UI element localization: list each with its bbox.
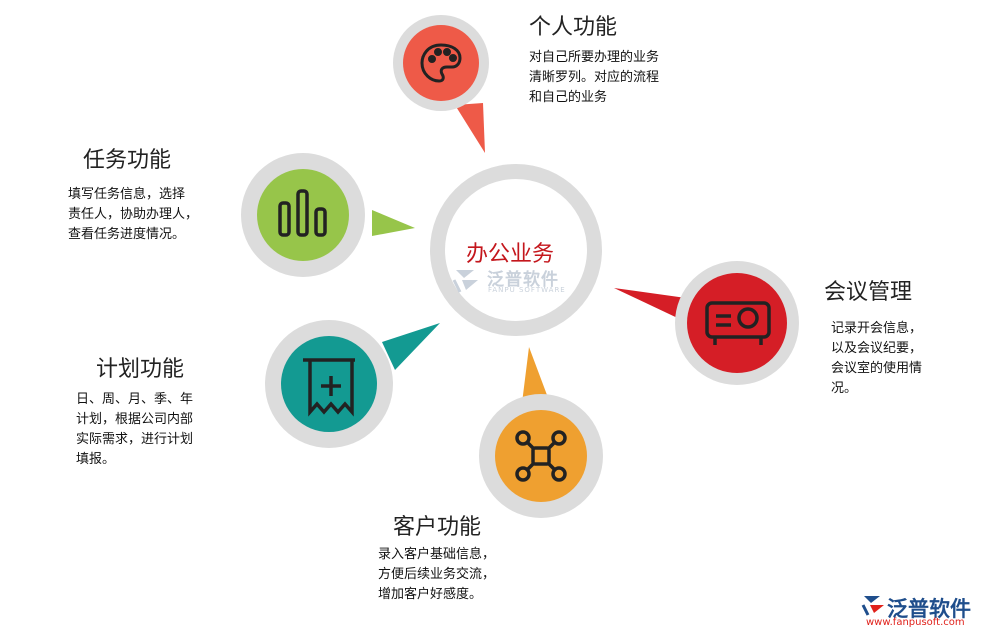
brand-name: 泛普软件: [887, 597, 971, 621]
plan-heading: 计划功能: [96, 357, 185, 382]
task-heading: 任务功能: [83, 148, 172, 173]
brand-url: www.fanpusoft.com: [866, 617, 965, 628]
task-desc: 填写任务信息，选择 责任人，协助办理人， 查看任务进度情况。: [68, 187, 199, 242]
plan-desc: 日、周、月、季、年 计划，根据公司内部 实际需求，进行计划 填报。: [76, 392, 194, 467]
watermark-title: 泛普软件: [487, 270, 559, 290]
meeting-heading: 会议管理: [824, 280, 913, 305]
receipt-plus-icon: [303, 358, 355, 417]
customer-node: [479, 394, 603, 518]
bar-chart-icon: [278, 189, 327, 237]
personal-node: [393, 15, 489, 111]
task-node: [241, 153, 365, 277]
center-title: 办公业务: [465, 242, 554, 267]
task-pointer: [372, 210, 415, 236]
projector-icon: [705, 301, 771, 345]
fanpu-watermark-logo-icon: [452, 270, 478, 293]
personal-pointer: [455, 103, 485, 153]
palette-icon: [420, 43, 462, 83]
fanpu-logo-icon: [861, 596, 884, 616]
customer-heading: 客户功能: [393, 515, 482, 540]
meeting-desc: 记录开会信息， 以及会议纪要， 会议室的使用情 况。: [831, 321, 923, 396]
personal-heading: 个人功能: [529, 15, 618, 40]
customer-pointer: [522, 347, 550, 403]
center-node: [430, 164, 602, 336]
personal-desc: 对自己所要办理的业务 清晰罗列。对应的流程 和自己的业务: [529, 50, 660, 105]
watermark-subtitle: FANPU SOFTWARE: [488, 286, 566, 294]
meeting-node: [675, 261, 799, 385]
drone-icon: [515, 430, 567, 482]
plan-pointer: [382, 323, 440, 370]
customer-desc: 录入客户基础信息， 方便后续业务交流， 增加客户好感度。: [378, 547, 496, 602]
meeting-pointer: [614, 288, 686, 322]
plan-node: [265, 320, 393, 448]
